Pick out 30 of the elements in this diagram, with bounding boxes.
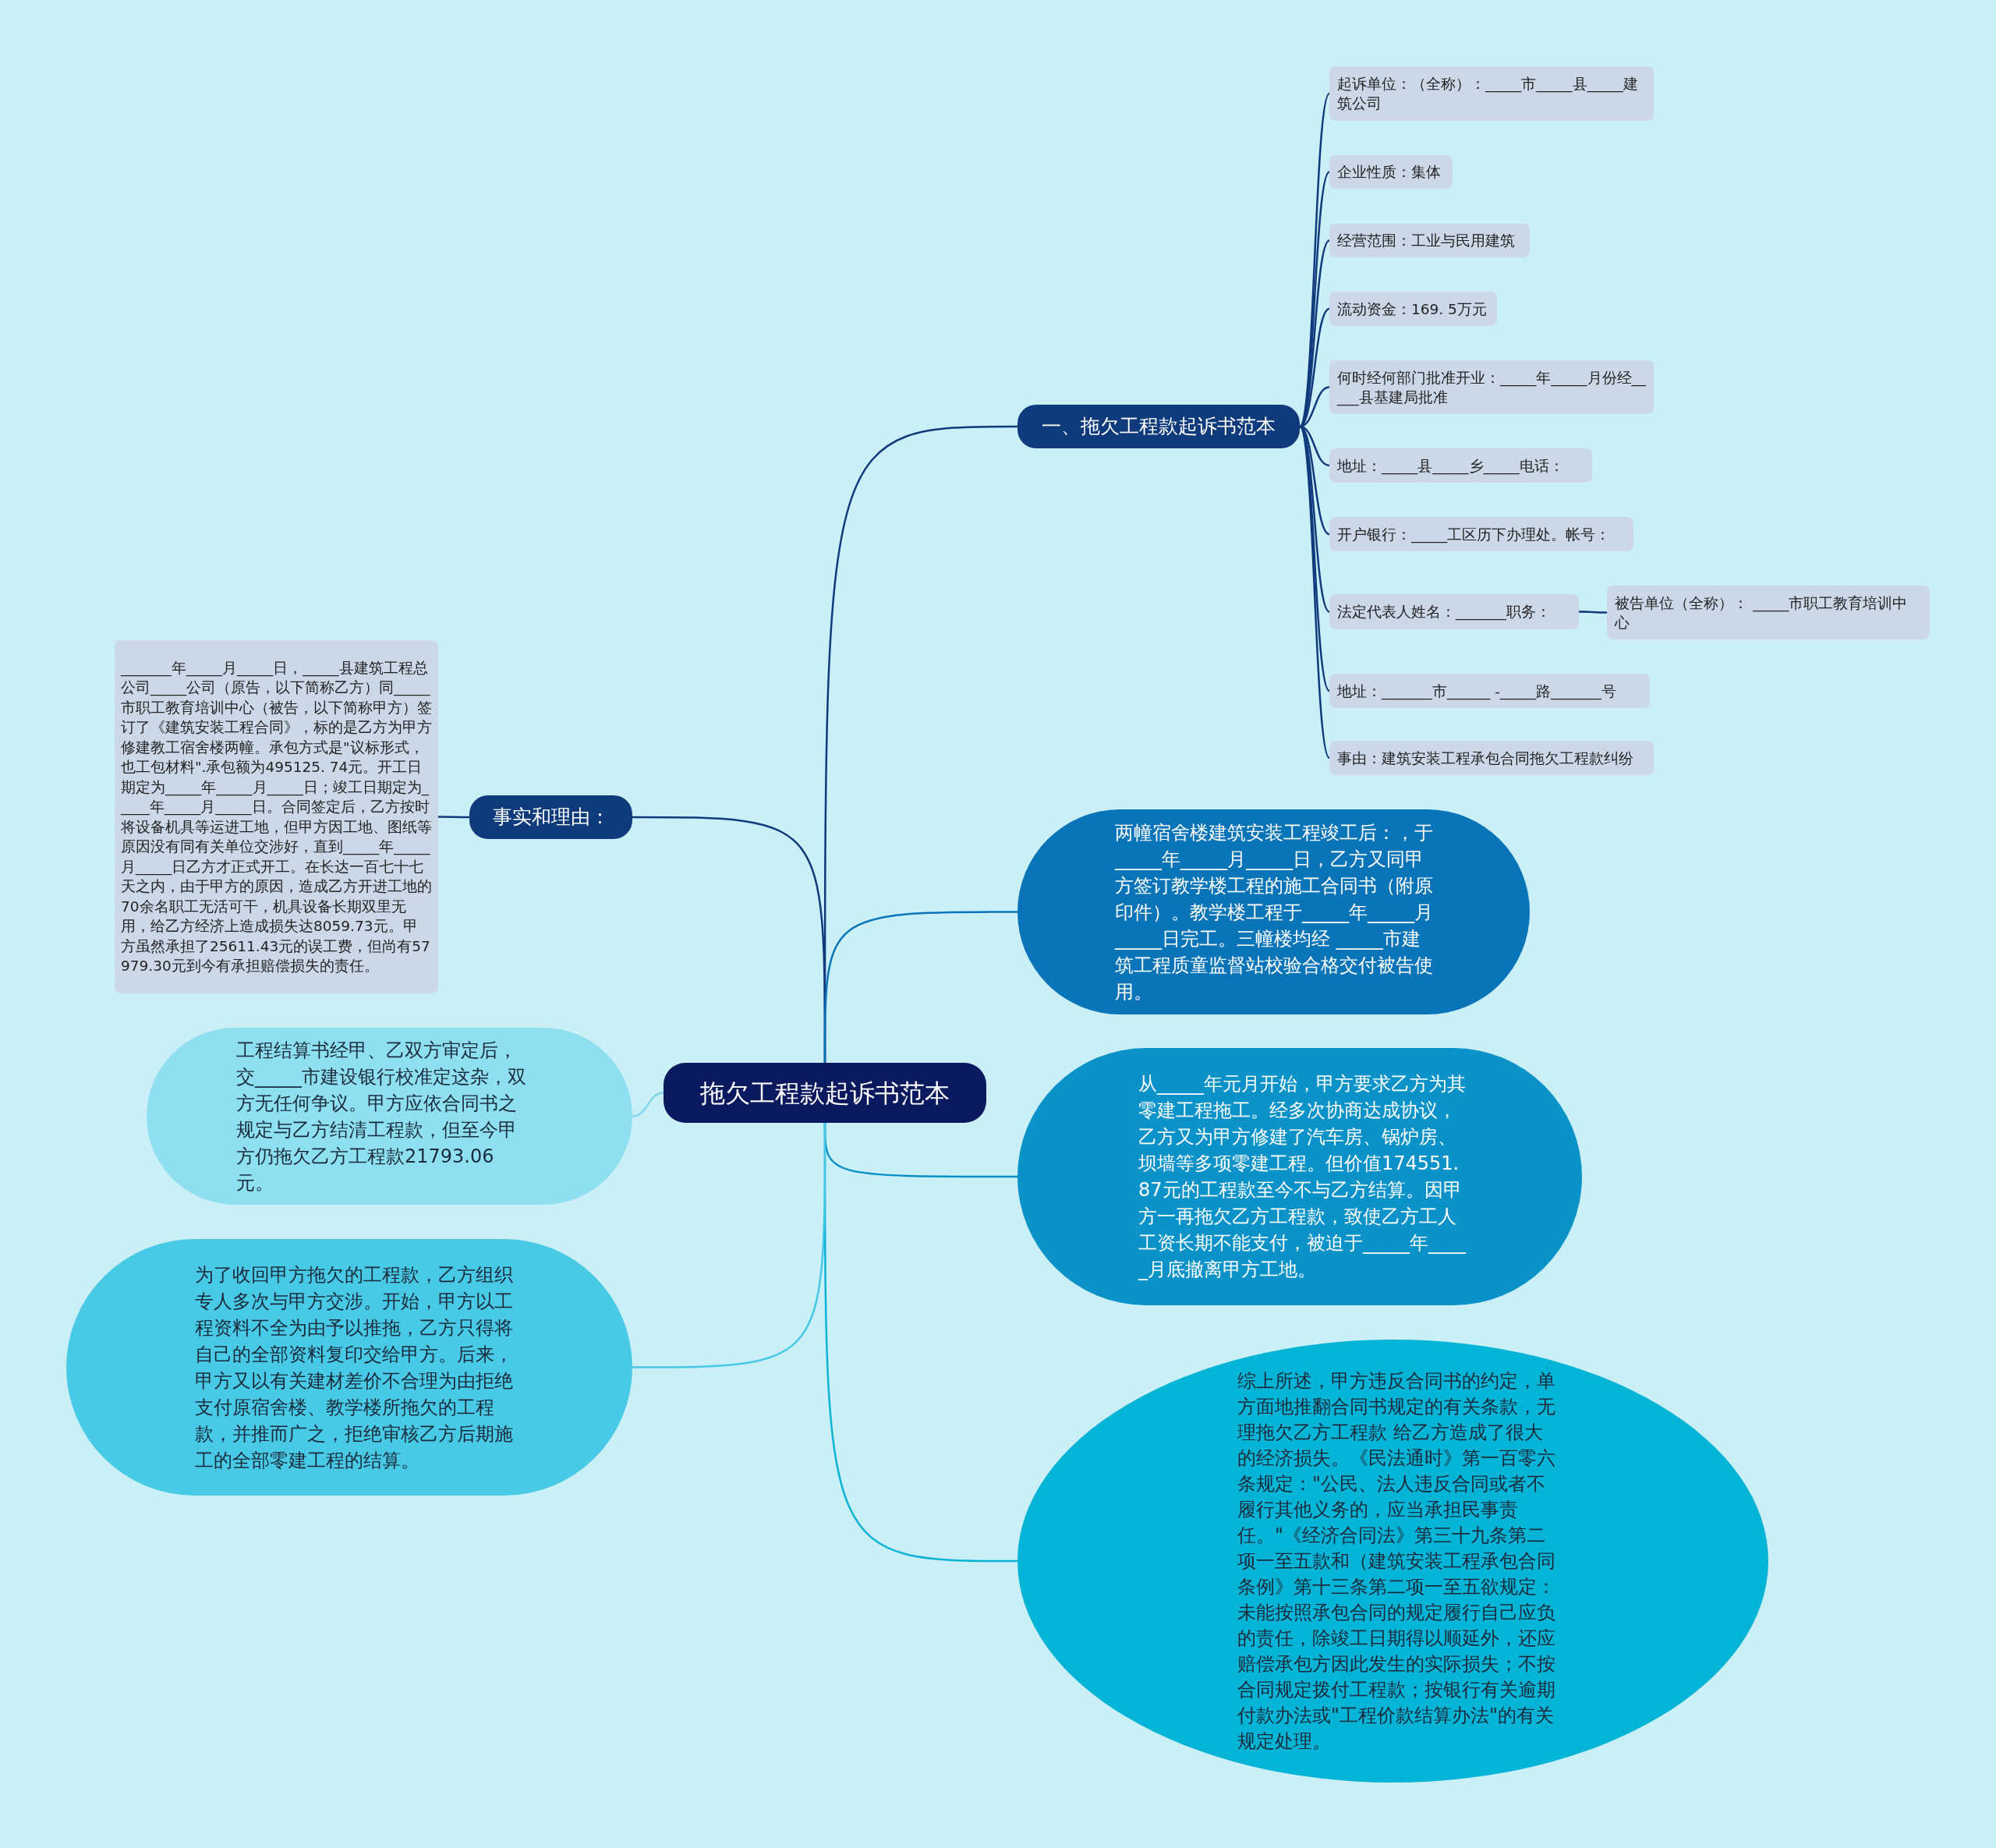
connector-line <box>1299 426 1330 613</box>
topic-box: 一、拖欠工程款起诉书范本 <box>1017 405 1300 448</box>
item-box: 企业性质：集体 <box>1329 155 1453 189</box>
connector-line <box>1298 171 1331 427</box>
item-box: 地址：_______市______ -_____路_______号 <box>1329 674 1650 708</box>
text-pill: 从_____年元月开始，甲方要求乙方为其零建工程拖工。经多次协商达成协议，乙方又为甲方修建了汽车房、锅炉房、坝墙等多项零建工程。但价值174551. 87元的工程款至今不与乙方结算。因甲方一再拖欠乙方工程款，致使乙方工人工资长期不能支付，被迫于_____年_____月底撤离甲方工地。 <box>1017 1048 1582 1305</box>
central-topic-box: 拖欠工程款起诉书范本 <box>664 1063 986 1123</box>
text-oval: 综上所述，甲方违反合同书的约定，单方面地推翻合同书规定的有关条款，无理拖欠乙方工程款 给乙方造成了很大的经济损失。《民法通时》第一百零六条规定："公民、法人违反合同或者不履行其他义务的，应当承担民事责任。"《经济合同法》第三十九条第二项一至五款和（建筑安装工程承包合同条例》第十三条第二项一至五欲规定：未能按照承包合同的规定履行自己应负的责任，除竣工日期得以顺延外，还应赔偿承包方因此发生的实际损失；不按合同规定拨付工程款；按银行有关逾期付款办法或"工程价款结算办法"的有关规定处理。 <box>1017 1340 1768 1783</box>
connector-line <box>632 1092 664 1117</box>
connector-line <box>1298 93 1331 427</box>
topic-box: 事实和理由： <box>469 795 632 839</box>
connector-line <box>1298 426 1331 692</box>
item-box: 开户银行：_____工区历下办理处。帐号： <box>1329 517 1633 551</box>
connector-line <box>438 816 469 819</box>
item-box: 经营范围：工业与民用建筑 <box>1329 224 1530 257</box>
item-box: 何时经何部门批准开业：_____年_____月份经_____县基建局批准 <box>1329 360 1654 414</box>
connector-line <box>1298 426 1331 759</box>
connector-line <box>632 1123 826 1368</box>
text-box: _______年_____月_____日，_____县建筑工程总公司_____公司（原告，以下简称乙方）同_____市职工教育培训中心（被告，以下简称甲方）签订了《建筑安装工程合同》，标的是乙方为甲方修建教工宿舍楼两幢。承包方式是"议标形式，也工包材料".承包额为495125. 74元。开工日期定为_____年_____月_____日；竣工日期定为_____年_____月_____日。合同签定后，乙方按时将设备机具等运进工地，但甲方因工地、图纸等原因没有同有关单位交涉好，直到_____年_____月_____日乙方才正式开工。在长达一百七十七天之内，由于甲方的原因，造成乙方开进工地的70余名职工无活可干，机具设备长期双里无用，给乙方经济上造成损失达8059.73元。甲方虽然承担了25611.43元的误工费，但尚有57979.30元到今有承担赔偿损失的责任。 <box>115 640 438 993</box>
text-pill: 两幢宿舍楼建筑安装工程竣工后：，于_____年_____月_____日，乙方又同甲方签订教学楼工程的施工合同书（附原印件）。教学楼工程于_____年_____月_____日完工。三幢楼均经 _____市建筑工程质童监督站校验合格交付被告使用。 <box>1017 809 1530 1014</box>
connector-line <box>1579 611 1607 614</box>
item-box: 事由：建筑安装工程承包合同拖欠工程款纠纷 <box>1329 741 1654 775</box>
item-box: 地址：_____县_____乡_____电话： <box>1329 448 1592 483</box>
text-pill: 工程结算书经甲、乙双方审定后，交_____市建设银行校准定这杂，双方无任何争议。甲方应依合同书之规定与乙方结清工程款，但至今甲方仍拖欠乙方工程款21793.06元。 <box>147 1028 632 1205</box>
item-box: 起诉单位：（全称）：_____市_____县_____建筑公司 <box>1329 66 1654 121</box>
item-box: 被告单位（全称）： _____市职工教育培训中心 <box>1607 586 1930 639</box>
item-box: 流动资金：169. 5万元 <box>1329 292 1497 326</box>
connector-line <box>823 911 1017 1063</box>
item-box: 法定代表人姓名：_______职务： <box>1329 594 1579 629</box>
text-pill: 为了收回甲方拖欠的工程款，乙方组织专人多次与甲方交涉。开始，甲方以工程资料不全为由予以推拖，乙方只得将自己的全部资料复印交给甲方。后来，甲方又以有关建材差价不合理为由拒绝支付原宿舍楼、教学楼所拖欠的工程款，并推而广之，拒绝审核乙方后期施工的全部零建工程的结算。 <box>66 1239 632 1496</box>
